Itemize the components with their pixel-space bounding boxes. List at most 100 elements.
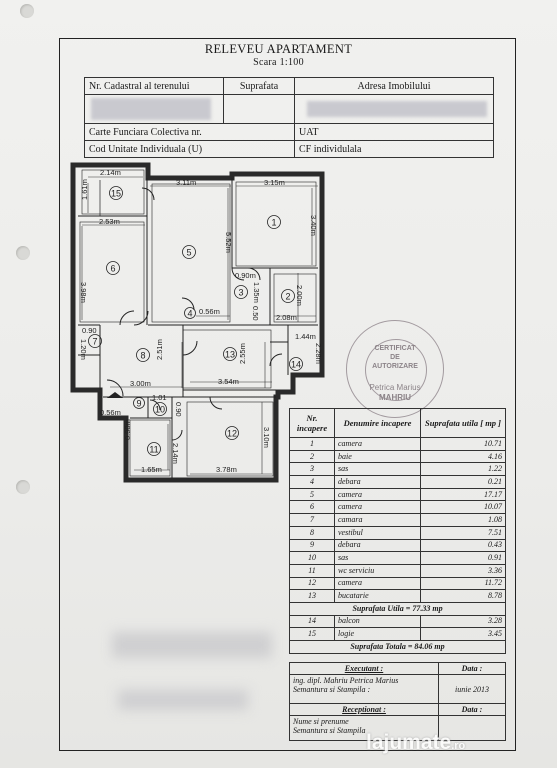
cell-nr: 8 [289, 525, 335, 540]
dim-label: 2.51m [155, 339, 164, 360]
dim-label: 2.14m [100, 168, 121, 177]
dim-label: 1.20m [79, 339, 88, 360]
cf-individuala-label: CF individulala [294, 140, 494, 158]
cell-name: camera [334, 576, 421, 591]
punch-hole [16, 480, 30, 494]
cell-area: 0.91 [420, 551, 506, 565]
cell-area: 1.08 [420, 513, 506, 527]
watermark: lajumate.ro [366, 731, 465, 755]
signature-table: Executant : Data : ing. dipl. Mahriu Pet… [289, 662, 506, 741]
dim-label: 3.54m [218, 377, 239, 386]
dim-label: 3.78m [216, 465, 237, 474]
dim-label: 0.90m [235, 271, 256, 280]
cell-name: sas [334, 551, 421, 565]
cell-name: camara [334, 513, 421, 527]
header-table: Nr. Cadastral al terenului Suprafata Adr… [84, 77, 494, 158]
col-header-suprafata: Suprafata utila [ mp ] [420, 408, 506, 438]
dim-label: 0.56m [199, 307, 220, 316]
dim-label: 3.98m [79, 282, 88, 303]
page-title: RELEVEU APARTAMENT [204, 42, 353, 56]
dim-label: 2.08m [276, 313, 297, 322]
redacted-area [112, 632, 272, 658]
cell-area: 11.72 [420, 576, 506, 591]
cell-name: camera [334, 500, 421, 515]
data-label-2: Data : [438, 703, 506, 716]
room-number: 8 [140, 351, 145, 361]
cell-nr: 12 [289, 576, 335, 591]
room-number: 4 [187, 309, 192, 319]
executant-sign: Semantura si Stampila : [293, 685, 371, 694]
stamp-name: Petrica Marius [369, 383, 421, 392]
room-number: 11 [149, 445, 158, 455]
executant-date: iunie 2013 [438, 674, 506, 704]
surfaces-table: Nr. incapere Denumire incapere Suprafata… [289, 408, 506, 654]
cell-name: sas [334, 462, 421, 477]
nume-label: Nume si prenume [293, 717, 349, 726]
cell-name: wc serviciu [334, 563, 421, 578]
cell-nr: 11 [289, 563, 335, 578]
sum-totala: Suprafata Totala = 84.06 mp [289, 640, 506, 654]
document-frame [59, 38, 516, 751]
dim-label: 3.10m [262, 427, 271, 448]
cell-name: baie [334, 449, 421, 464]
cell-nr: 14 [289, 614, 335, 629]
dim-label: 1.61m [80, 179, 89, 200]
cell-area: 10.71 [420, 437, 506, 451]
cell-nr: 7 [289, 513, 335, 527]
dim-label: 0.90 [174, 402, 183, 417]
redacted-address [307, 101, 487, 117]
watermark-text: lajumate [366, 731, 452, 754]
dim-label: 3.15m [264, 178, 285, 187]
cell-area: 8.78 [420, 589, 506, 603]
cell-area: 7.51 [420, 525, 506, 540]
page-scale: Scara 1:100 [253, 57, 304, 68]
cell-name: camera [334, 487, 421, 502]
dim-label: 1.35m [252, 282, 261, 303]
cell-nr: 9 [289, 538, 335, 553]
dim-label: 5.52m [224, 232, 233, 253]
room-number: 5 [186, 248, 191, 258]
room-number: 14 [291, 360, 301, 370]
cell-nr: 2 [289, 449, 335, 464]
room-number: 7 [92, 337, 97, 347]
room-number: 3 [238, 288, 243, 298]
cell-area: 4.16 [420, 449, 506, 464]
stamp-name: MAHRIU [379, 393, 411, 402]
cell-name: balcon [334, 614, 421, 629]
punch-hole [16, 246, 30, 260]
room-number: 1 [271, 218, 276, 228]
dim-label: 2.00m [295, 285, 304, 306]
dim-label: 2.55m [238, 343, 247, 364]
dim-label: 3.40m [309, 215, 318, 236]
watermark-suffix: .ro [451, 740, 466, 752]
cell-name: camera [334, 437, 421, 451]
col-header-nr: Nr. incapere [289, 408, 335, 438]
punch-hole [20, 4, 34, 18]
entry-arrow-icon [107, 392, 123, 398]
cell-area: 0.43 [420, 538, 506, 553]
dim-label: 2.53m [99, 217, 120, 226]
cell-name: debara [334, 475, 421, 489]
cell-name: bucatarie [334, 589, 421, 603]
cell-area: 1.22 [420, 462, 506, 477]
cell-nr: 15 [289, 627, 335, 641]
room-number: 13 [225, 350, 235, 360]
dim-label: 1.65m [141, 465, 162, 474]
dim-label: 0.90 [82, 326, 97, 335]
dim-label: 1.44m [295, 332, 316, 341]
cell-name: logie [334, 627, 421, 641]
room-number: 6 [110, 264, 115, 274]
stamp-line: CERTIFICAT [374, 345, 416, 352]
